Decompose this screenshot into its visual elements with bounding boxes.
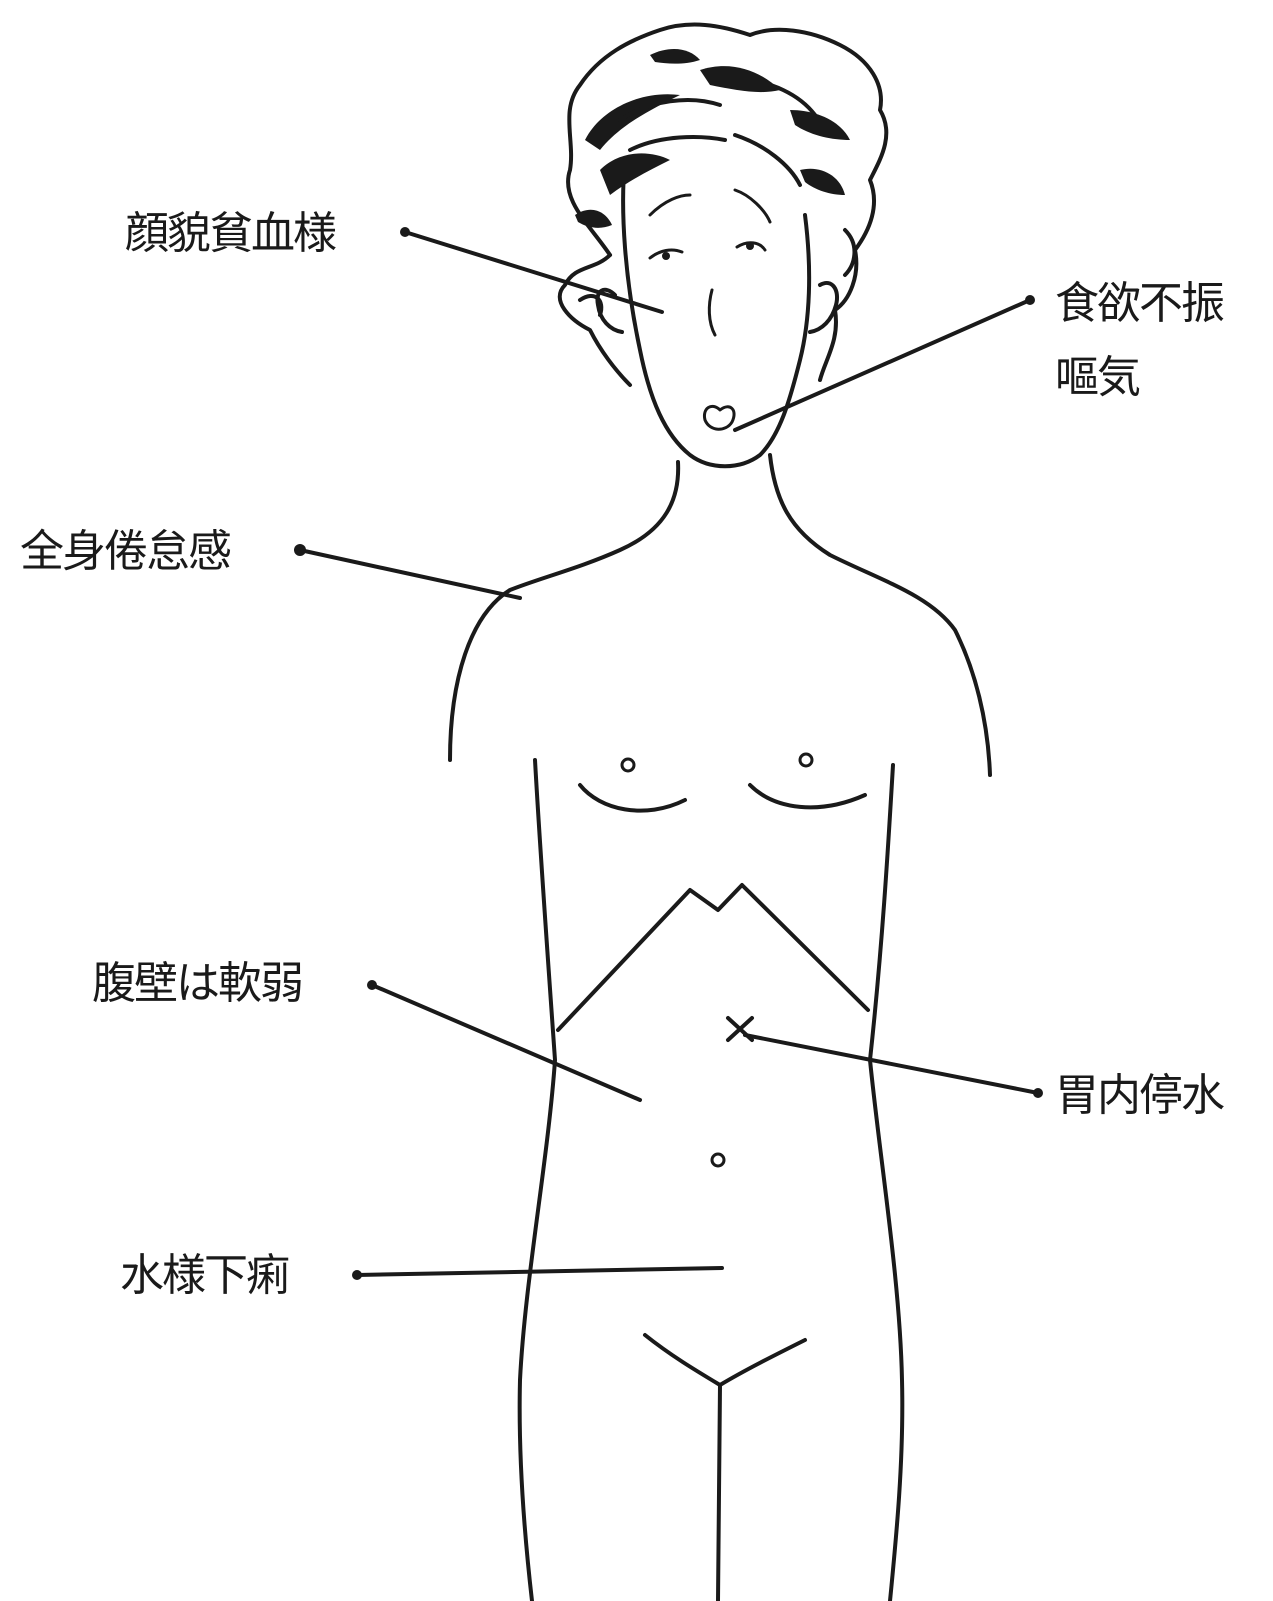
face [597, 160, 837, 466]
chest [580, 754, 865, 811]
leader-abdominal-wall [372, 985, 640, 1100]
label-appetite-line1: 食欲不振 [1055, 278, 1224, 329]
leader-appetite [735, 300, 1030, 430]
label-appetite-line2: 嘔気 [1055, 352, 1140, 403]
navel [712, 1154, 724, 1166]
right-eyebrow [735, 190, 770, 222]
mouth [704, 406, 734, 429]
labels: 顔貌貧血様 食欲不振 嘔気 全身倦怠感 腹壁は軟弱 胃内停水 水様下痢 [20, 208, 1224, 1301]
left-eyebrow [650, 195, 690, 215]
left-nipple [622, 759, 634, 771]
leader-fatigue [300, 550, 520, 598]
leader-diarrhea [357, 1268, 722, 1275]
label-abdominal-wall: 腹壁は軟弱 [92, 958, 302, 1009]
label-diarrhea: 水様下痢 [120, 1250, 289, 1301]
abdomen [558, 885, 868, 1601]
leader-gastric-fluid [745, 1035, 1038, 1093]
label-fatigue: 全身倦怠感 [20, 526, 231, 577]
hair [560, 25, 887, 385]
label-gastric-fluid: 胃内停水 [1055, 1070, 1224, 1121]
nose [709, 290, 715, 335]
right-nipple [800, 754, 812, 766]
leader-lines [294, 227, 1043, 1280]
label-pale-face: 顔貌貧血様 [125, 208, 336, 259]
